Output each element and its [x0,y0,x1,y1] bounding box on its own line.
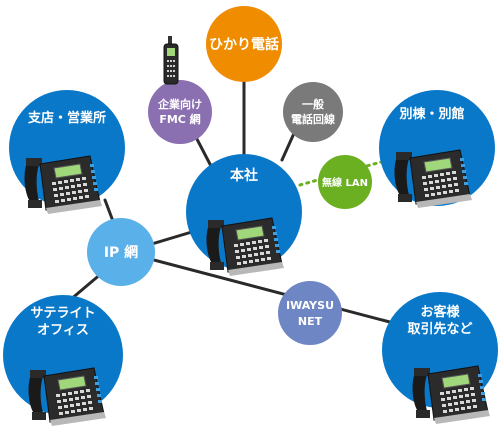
label-satellite-2: オフィス [37,323,89,338]
node-musen [318,155,372,209]
label-musen: 無線 LAN [322,176,368,189]
desk-phone-icon-satellite [28,367,107,427]
desk-phone-icon-shiten [24,155,103,215]
node-ipmo [87,218,155,286]
desk-phone-icon-okyaku [412,365,491,425]
line-ipmo-okyaku [133,253,422,332]
label-okyaku-1: お客様 [420,304,460,320]
label-ippan-1: 一般 [302,97,324,111]
mobile-phone-icon [163,36,179,85]
node-ippan [283,82,343,142]
label-fmc-2: FMC 網 [159,112,200,126]
desk-phone-icon-betsumune [394,149,473,209]
label-ipmo: IP 網 [104,244,138,261]
label-hikari: ひかり電話 [209,36,279,53]
label-okyaku-2: 取引先など [407,321,472,337]
label-shiten: 支店・営業所 [27,110,106,126]
label-fmc-1: 企業向け [157,97,202,111]
node-iwaysu [278,281,342,345]
label-betsumune: 別棟・別館 [398,106,464,122]
node-fmc [148,80,212,144]
label-satellite-1: サテライト [30,306,95,321]
label-ippan-2: 電話回線 [291,112,335,126]
label-honsha: 本社 [230,167,258,184]
label-iwaysu-1: IWAYSU [286,299,334,312]
node-hikari [206,6,282,82]
label-iwaysu-2: NET [298,315,323,328]
desk-phone-icon-honsha [206,217,285,277]
